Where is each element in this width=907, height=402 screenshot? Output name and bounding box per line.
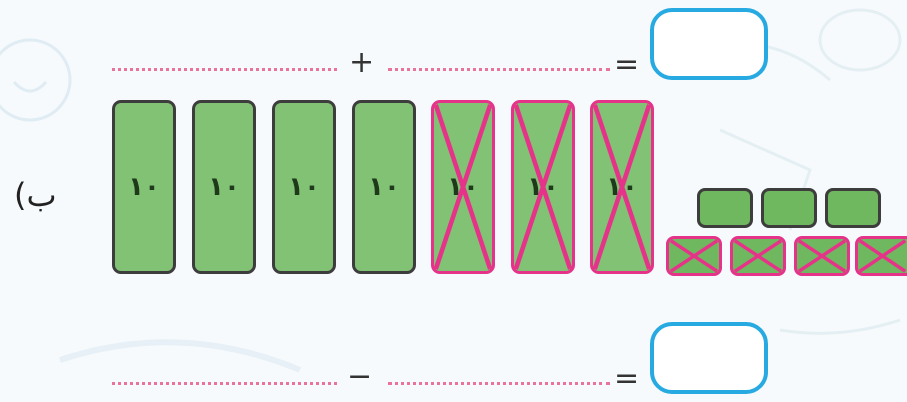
top-left-blank[interactable] <box>112 68 337 71</box>
top-right-blank[interactable] <box>388 68 610 71</box>
bottom-answer-box[interactable] <box>650 322 768 394</box>
unit-cube <box>761 188 817 228</box>
tens-rod: ۱۰ <box>272 100 336 274</box>
cross-out-mark <box>434 103 492 271</box>
part-label: (ب <box>14 176 57 214</box>
cross-out-mark <box>593 103 651 271</box>
tens-rod-label: ۱۰ <box>128 172 160 202</box>
top-answer-box[interactable] <box>650 8 768 80</box>
cross-out-mark <box>797 239 847 273</box>
cross-out-mark <box>514 103 572 271</box>
bottom-equals-sign: = <box>614 364 639 394</box>
plus-operator: + <box>349 48 374 78</box>
tens-rod: ۱۰ <box>511 100 575 274</box>
bottom-left-blank[interactable] <box>112 382 337 385</box>
cross-out-mark <box>858 239 907 273</box>
unit-cube <box>730 236 786 276</box>
unit-cube <box>825 188 881 228</box>
tens-rod: ۱۰ <box>590 100 654 274</box>
unit-cube <box>697 188 753 228</box>
tens-rod-label: ۱۰ <box>368 172 400 202</box>
tens-rod: ۱۰ <box>431 100 495 274</box>
bottom-right-blank[interactable] <box>388 382 610 385</box>
cross-out-mark <box>669 239 719 273</box>
tens-rod: ۱۰ <box>112 100 176 274</box>
unit-cube <box>855 236 907 276</box>
unit-cube <box>666 236 722 276</box>
tens-rod-label: ۱۰ <box>208 172 240 202</box>
tens-rod: ۱۰ <box>352 100 416 274</box>
tens-rod: ۱۰ <box>192 100 256 274</box>
top-equals-sign: = <box>614 50 639 80</box>
unit-cube <box>794 236 850 276</box>
cross-out-mark <box>733 239 783 273</box>
minus-operator: − <box>347 362 372 392</box>
tens-rod-label: ۱۰ <box>288 172 320 202</box>
